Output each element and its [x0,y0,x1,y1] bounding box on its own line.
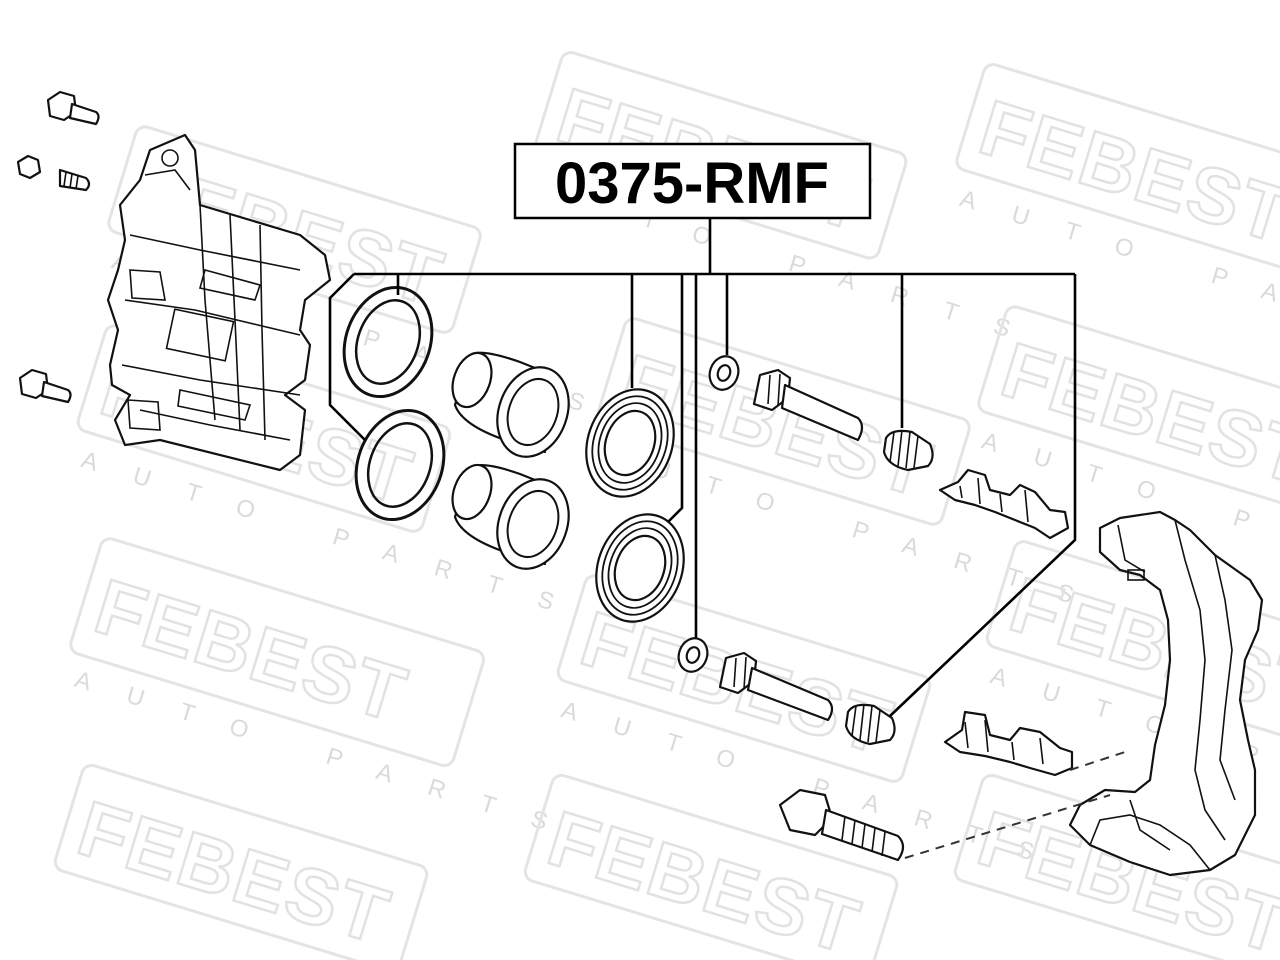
piston [451,351,570,458]
guide-pin-washer [708,355,740,391]
caliper-bracket [1068,510,1264,877]
pad-clip [943,710,1074,777]
bolt-alignment-line [904,794,1111,859]
leader-lines [328,218,1077,717]
bleeder-cap [16,154,42,180]
piston-seal-ring [342,285,434,399]
dust-boot [595,513,685,623]
caliper-mounting-bolt [46,90,100,126]
guide-pin-boot [844,703,896,746]
guide-pin-boot [882,429,934,472]
piston [451,463,570,570]
clip-alignment-line [1069,751,1126,771]
bleeder-screw [58,168,91,192]
guide-pin-washer [677,637,709,673]
caliper-housing [106,133,332,472]
dust-boot [585,388,675,498]
watermark-10: FEBEST [53,763,429,960]
bracket-bolt [778,788,905,862]
watermark-logo: FEBEST [86,562,417,740]
caliper-mounting-bolt [18,368,72,404]
pad-clip [938,468,1070,540]
piston-seal-ring [354,408,446,522]
part-number-label: 0375-RMF [513,142,872,220]
guide-pin [718,651,834,722]
guide-pin [752,368,864,442]
part-number-text: 0375-RMF [555,151,829,216]
